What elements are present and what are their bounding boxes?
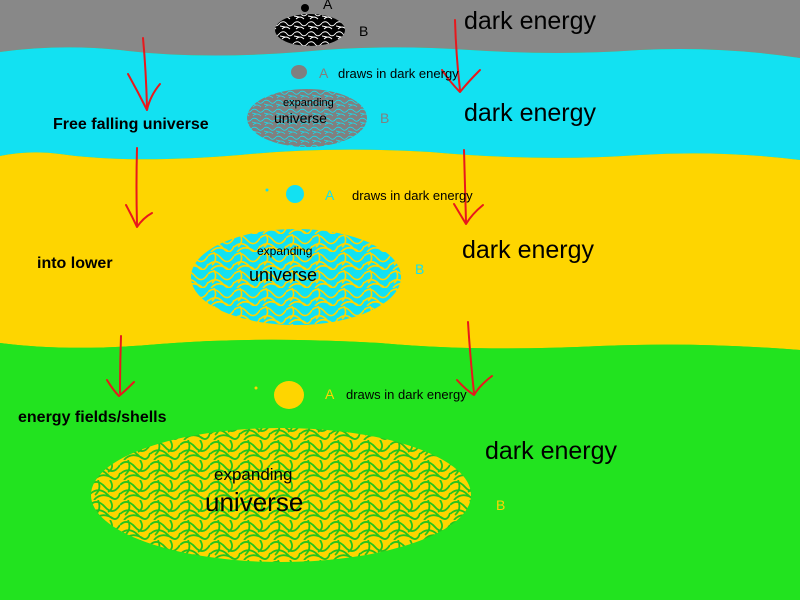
universe-ellipse-black: [275, 14, 345, 46]
arrow-right-3-icon: [456, 321, 493, 396]
a-mark-3: A: [325, 187, 335, 203]
b-mark-2: B: [380, 110, 389, 126]
universe-ellipse-gray: [247, 89, 367, 147]
a-dot-yellow: [274, 381, 304, 409]
universe-ellipse-cyan: [191, 229, 401, 325]
draws-in-label-2: draws in dark energy: [352, 188, 473, 203]
a-mark-4: A: [325, 386, 335, 402]
b-mark-1: B: [359, 23, 368, 39]
arrow-left-1-icon: [127, 37, 161, 111]
universe-label-2: universe: [249, 265, 317, 285]
b-mark-3: B: [415, 261, 424, 277]
arrow-left-3-icon: [106, 335, 135, 397]
side-note-energy-fields: energy fields/shells: [18, 409, 167, 426]
draws-in-label-1: draws in dark energy: [338, 66, 459, 81]
universe-label-3: universe: [205, 487, 303, 517]
arrow-right-2-icon: [453, 149, 484, 225]
side-note-into-lower: into lower: [37, 255, 113, 272]
universe-label-1: universe: [274, 110, 327, 126]
dark-energy-labels: dark energy dark energy dark energy dark…: [462, 7, 618, 465]
dark-energy-label-2: dark energy: [464, 99, 597, 127]
dark-energy-label-1: dark energy: [464, 7, 597, 35]
side-note-free-falling: Free falling universe: [53, 116, 209, 133]
a-mark-2: A: [319, 65, 329, 81]
universe-ellipse-yellow: [91, 428, 471, 562]
a-mark-1: A: [323, 0, 333, 12]
expanding-label-1: expanding: [283, 97, 334, 109]
b-mark-4: B: [496, 497, 505, 513]
gray-band: [0, 0, 800, 58]
dark-energy-label-4: dark energy: [485, 437, 618, 465]
arrow-left-2-icon: [125, 147, 153, 228]
side-notes: Free falling universe into lower energy …: [18, 116, 209, 426]
cyan-band: [0, 47, 800, 160]
a-dot-black: [301, 4, 309, 12]
a-dot-cyan-small: [265, 188, 269, 192]
arrow-right-1-icon: [441, 19, 481, 93]
b-marks: B B B B: [359, 23, 505, 513]
draws-in-labels: draws in dark energy draws in dark energ…: [338, 66, 473, 402]
universe-ellipses: [91, 14, 471, 562]
a-marks: A A A A: [319, 0, 335, 402]
a-dots: [254, 4, 309, 409]
expanding-label-3: expanding: [214, 465, 292, 484]
a-dot-gray: [291, 65, 307, 79]
yellow-band: [0, 149, 800, 350]
a-dot-yellow-small: [254, 386, 258, 390]
expanding-label-2: expanding: [257, 244, 312, 258]
dark-energy-label-3: dark energy: [462, 236, 595, 264]
a-dot-cyan: [286, 185, 304, 203]
red-arrows: [106, 19, 493, 397]
universe-labels: expanding universe expanding universe ex…: [205, 97, 334, 517]
draws-in-label-3: draws in dark energy: [346, 387, 467, 402]
